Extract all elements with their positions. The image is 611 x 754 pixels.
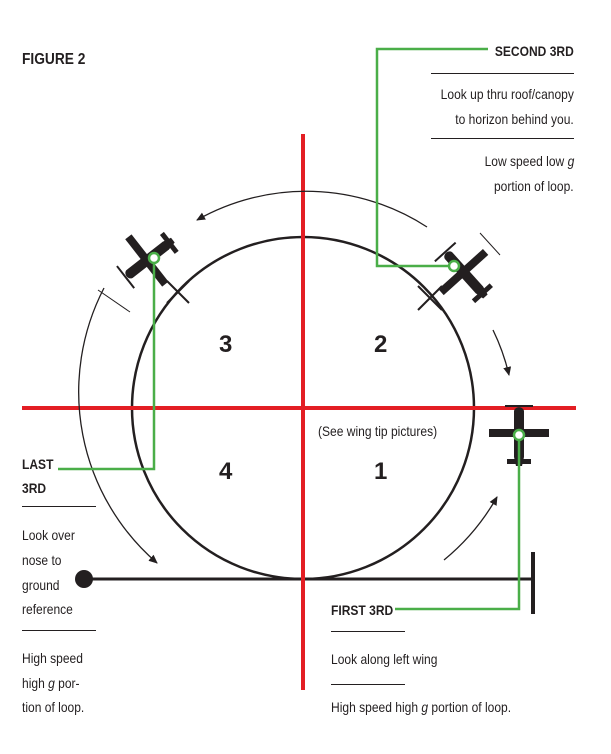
flight-path-arc-top	[196, 190, 428, 228]
divider	[431, 73, 574, 74]
flight-path-arc-bottom	[443, 496, 498, 561]
center-note: (See wing tip pictures)	[318, 423, 438, 439]
divider	[431, 138, 574, 139]
last-third-line: High speed	[22, 650, 83, 666]
last-third-line: reference	[22, 601, 73, 617]
divider	[22, 630, 96, 631]
quadrant-4: 4	[219, 458, 233, 485]
leader-second-third	[375, 47, 488, 268]
x-mark-right	[417, 285, 443, 311]
first-third-line: Look along left wing	[331, 651, 438, 667]
flight-path-arc-right	[492, 329, 512, 376]
quadrant-1: 1	[374, 458, 388, 485]
second-third-line: portion of loop.	[494, 178, 574, 194]
last-third-line: tion of loop.	[22, 699, 85, 715]
leader-last-third	[58, 258, 156, 471]
first-third-line: High speed high g portion of loop.	[331, 699, 512, 715]
flight-path-arc-left	[78, 287, 158, 564]
figure-label: FIGURE 2	[22, 51, 86, 68]
last-third-line: nose to	[22, 552, 62, 568]
second-third-line: Low speed low g	[484, 153, 574, 169]
second-third-line: to horizon behind you.	[455, 111, 574, 127]
ground-reference-dot	[75, 570, 93, 588]
quadrant-3: 3	[219, 331, 233, 358]
last-third-title: LAST	[22, 456, 54, 472]
last-third-line: high g por-	[22, 675, 80, 691]
last-third-title: 3RD	[22, 480, 47, 496]
first-third-title: FIRST 3RD	[331, 602, 394, 618]
divider	[331, 684, 405, 685]
leader-first-third	[395, 435, 521, 611]
second-third-line: Look up thru roof/canopy	[440, 86, 574, 102]
last-third-line: Look over	[22, 527, 75, 543]
divider	[331, 631, 405, 632]
x-mark-left	[166, 280, 190, 304]
quadrant-2: 2	[374, 331, 388, 358]
second-third-title: SECOND 3RD	[495, 43, 574, 59]
divider	[22, 506, 96, 507]
last-third-line: ground	[22, 577, 60, 593]
